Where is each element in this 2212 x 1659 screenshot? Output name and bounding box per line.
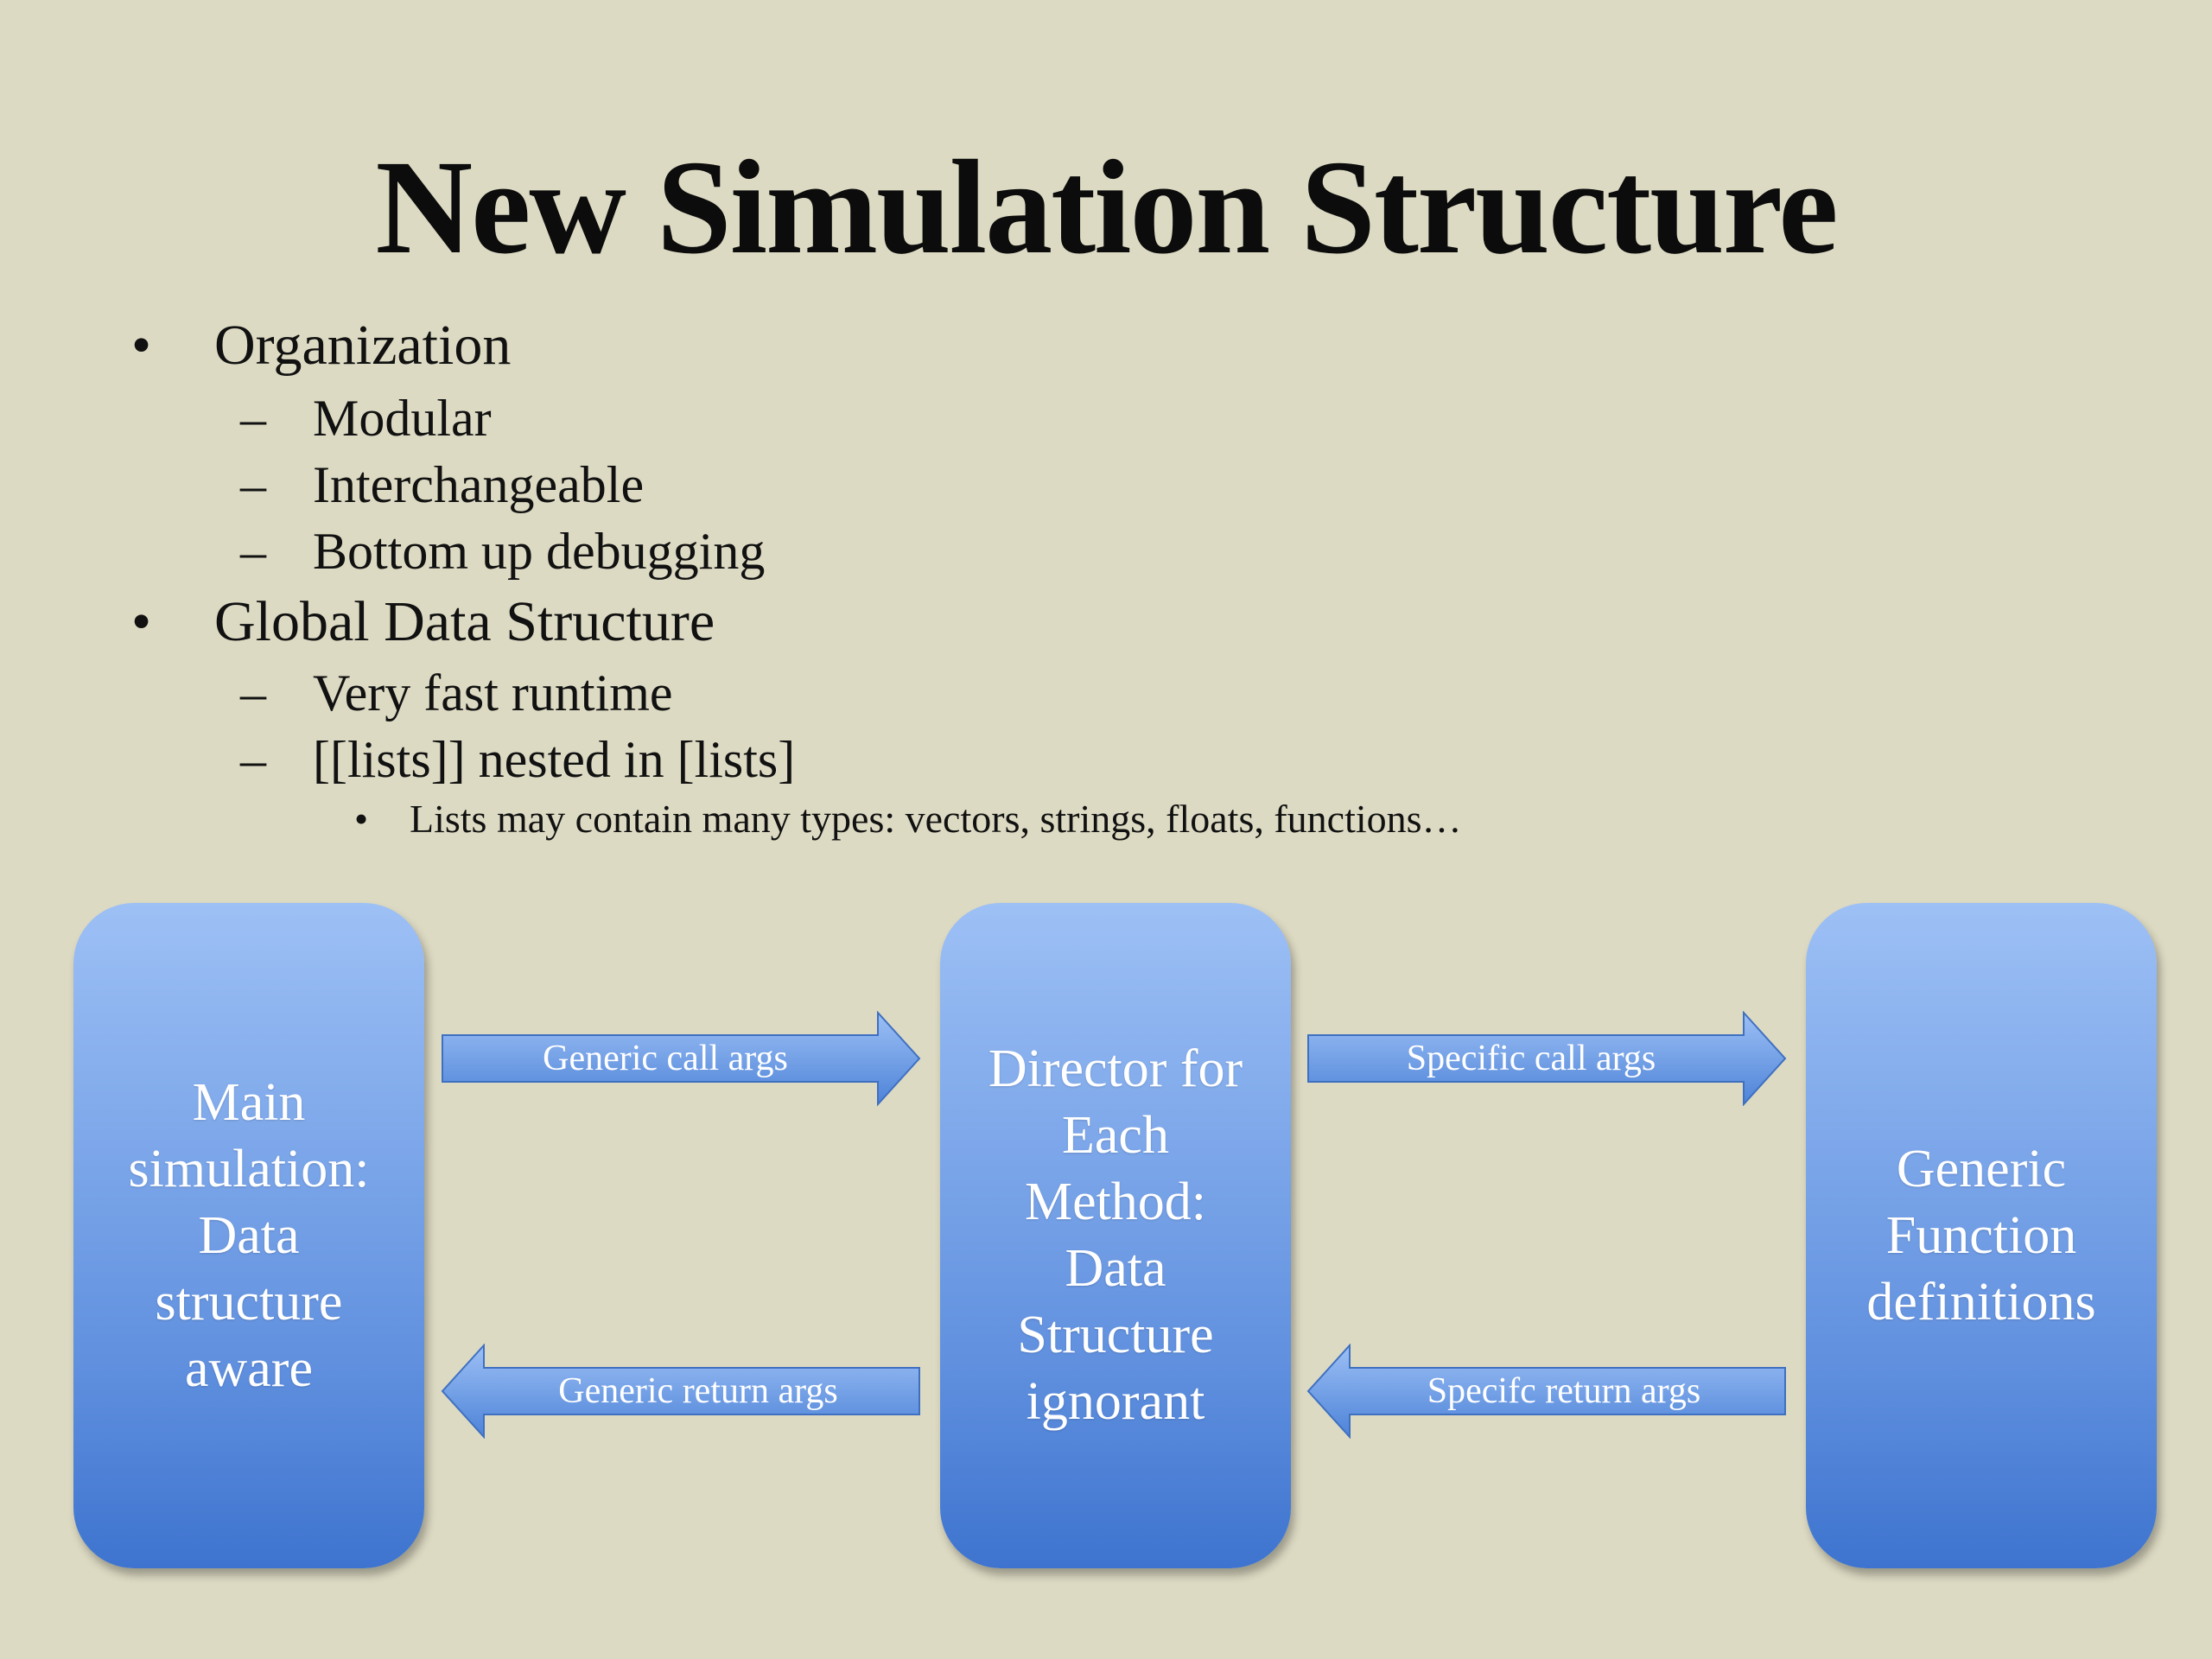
- sub-bullet-marker: –: [240, 456, 266, 513]
- director-box: Director for Each Method: Data Structure…: [940, 903, 1291, 1568]
- bullet-text: Organization: [214, 314, 512, 377]
- specific-return-label: Specifc return args: [1427, 1371, 1701, 1411]
- generic-function-label: Generic Function definitions: [1866, 1139, 2096, 1332]
- main-simulation-box: Main simulation: Data structure aware: [73, 903, 424, 1568]
- arrow-left-icon: [1306, 1344, 1786, 1439]
- sub-bullet-marker: –: [240, 523, 266, 580]
- main-simulation-label: Main simulation: Data structure aware: [128, 1072, 370, 1398]
- arrow-left-icon: [441, 1344, 920, 1439]
- sub-bullet-marker: –: [240, 731, 266, 788]
- sub-bullet-marker: –: [240, 390, 266, 447]
- specific-call-label: Specific call args: [1406, 1039, 1656, 1078]
- bullet-marker: •: [131, 314, 152, 377]
- bullet-list: • Organization – Modular – Interchangeab…: [131, 314, 1462, 841]
- generic-return-label: Generic return args: [558, 1371, 838, 1411]
- specific-call-arrow: Specific call args: [1306, 1011, 1787, 1106]
- generic-call-arrow: Generic call args: [441, 1011, 921, 1106]
- slide-title: New Simulation Structure: [375, 132, 1838, 282]
- arrow-right-icon: [1307, 1011, 1787, 1106]
- generic-return-arrow: Generic return args: [441, 1344, 921, 1439]
- sub-bullet-text: Modular: [313, 390, 492, 447]
- sub-bullet-text: Interchangeable: [313, 456, 645, 513]
- sub-bullet-text: Bottom up debugging: [313, 523, 766, 580]
- sub-bullet-marker: –: [240, 664, 266, 721]
- generic-call-label: Generic call args: [543, 1039, 788, 1078]
- sub-sub-bullet-text: Lists may contain many types: vectors, s…: [410, 797, 1462, 841]
- bullet-text: Global Data Structure: [214, 590, 715, 653]
- sub-bullet-text: Very fast runtime: [313, 664, 673, 721]
- director-label: Director for Each Method: Data Structure…: [988, 1039, 1243, 1431]
- generic-function-box: Generic Function definitions: [1806, 903, 2157, 1568]
- specific-return-arrow: Specifc return args: [1306, 1344, 1787, 1439]
- sub-sub-bullet-marker: •: [354, 797, 369, 841]
- bullet-marker: •: [131, 590, 152, 653]
- sub-bullet-text: [[lists]] nested in [lists]: [313, 731, 796, 788]
- arrow-right-icon: [442, 1011, 921, 1106]
